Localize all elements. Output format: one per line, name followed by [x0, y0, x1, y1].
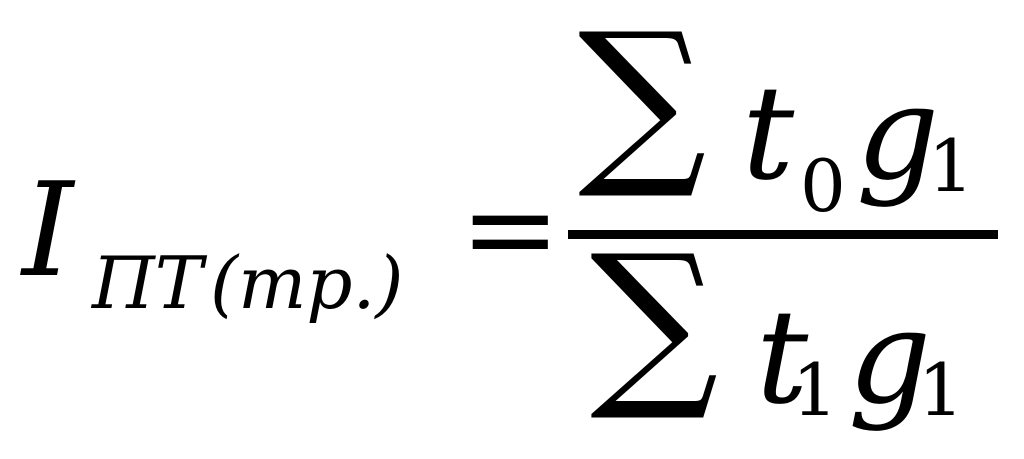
numerator-t-subscript: 0: [800, 144, 846, 228]
numerator-var-t: t: [742, 57, 795, 209]
numerator-g-subscript: 1: [928, 124, 974, 208]
equals-sign: =: [460, 160, 561, 299]
lhs-symbol: I: [22, 154, 74, 306]
denominator-sum-icon: ∑: [590, 217, 719, 426]
numerator-sum-icon: ∑: [578, 0, 707, 204]
denominator-var-t: t: [756, 281, 809, 433]
denominator-g-subscript: 1: [918, 348, 964, 432]
lhs-subscript-paren: (тр.): [210, 241, 404, 325]
fraction-bar: [568, 230, 998, 239]
denominator-var-g: g: [848, 281, 932, 433]
numerator-var-g: g: [856, 57, 940, 209]
denominator-t-subscript: 1: [792, 348, 838, 432]
lhs-subscript: ПТ: [92, 241, 203, 325]
